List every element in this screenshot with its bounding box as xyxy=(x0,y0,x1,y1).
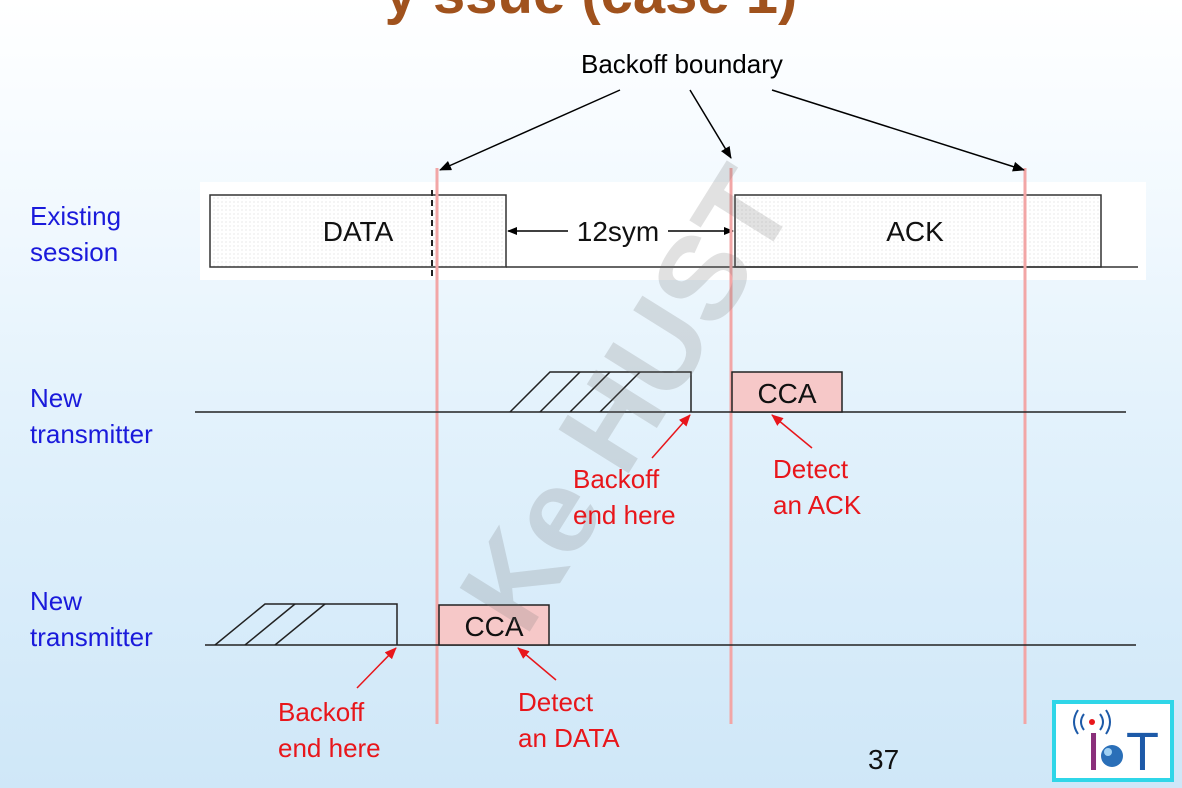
existing-session-label: Existing session xyxy=(30,201,122,267)
cca-box-1 xyxy=(731,371,843,413)
new-transmitter-label-1: New transmitter xyxy=(30,383,153,449)
slide-title: y ssue (case 1) xyxy=(0,0,1182,26)
data-frame-box xyxy=(209,194,507,268)
cca-box-2 xyxy=(438,604,550,646)
backoff-boundary-label: Backoff boundary xyxy=(581,49,783,79)
boundary-arrow-3 xyxy=(771,89,1025,172)
new2-backoff-shape xyxy=(214,603,398,646)
backoff-end-arrow-2 xyxy=(356,647,397,689)
svg-text:I: I xyxy=(1086,722,1101,782)
cca-box-1-label: CCA xyxy=(757,378,816,409)
detect-ack-arrow xyxy=(771,414,813,449)
boundary-arrow-2 xyxy=(689,89,732,159)
iot-logo: I T xyxy=(1052,700,1174,782)
new-transmitter-label-2: New transmitter xyxy=(30,586,153,652)
backoff-end-arrow-1 xyxy=(651,414,691,459)
detect-ack-annotation: Detect an ACK xyxy=(773,454,862,520)
backoff-end-annotation-2: Backoff end here xyxy=(278,697,381,763)
data-frame-label: DATA xyxy=(323,216,394,247)
iot-logo-icon: I T xyxy=(1073,709,1159,782)
new1-backoff-shape xyxy=(509,371,692,413)
svg-text:T: T xyxy=(1126,722,1159,782)
ack-frame-label: ACK xyxy=(886,216,944,247)
page-number: 37 xyxy=(868,744,900,775)
detect-data-arrow xyxy=(517,647,557,681)
cca-box-2-label: CCA xyxy=(464,611,523,642)
ack-frame-box xyxy=(734,194,1102,268)
boundary-arrow-1 xyxy=(439,89,621,171)
gap-label: 12sym xyxy=(577,216,659,247)
backoff-end-annotation-1: Backoff end here xyxy=(573,464,676,530)
detect-data-annotation: Detect an DATA xyxy=(518,687,620,753)
